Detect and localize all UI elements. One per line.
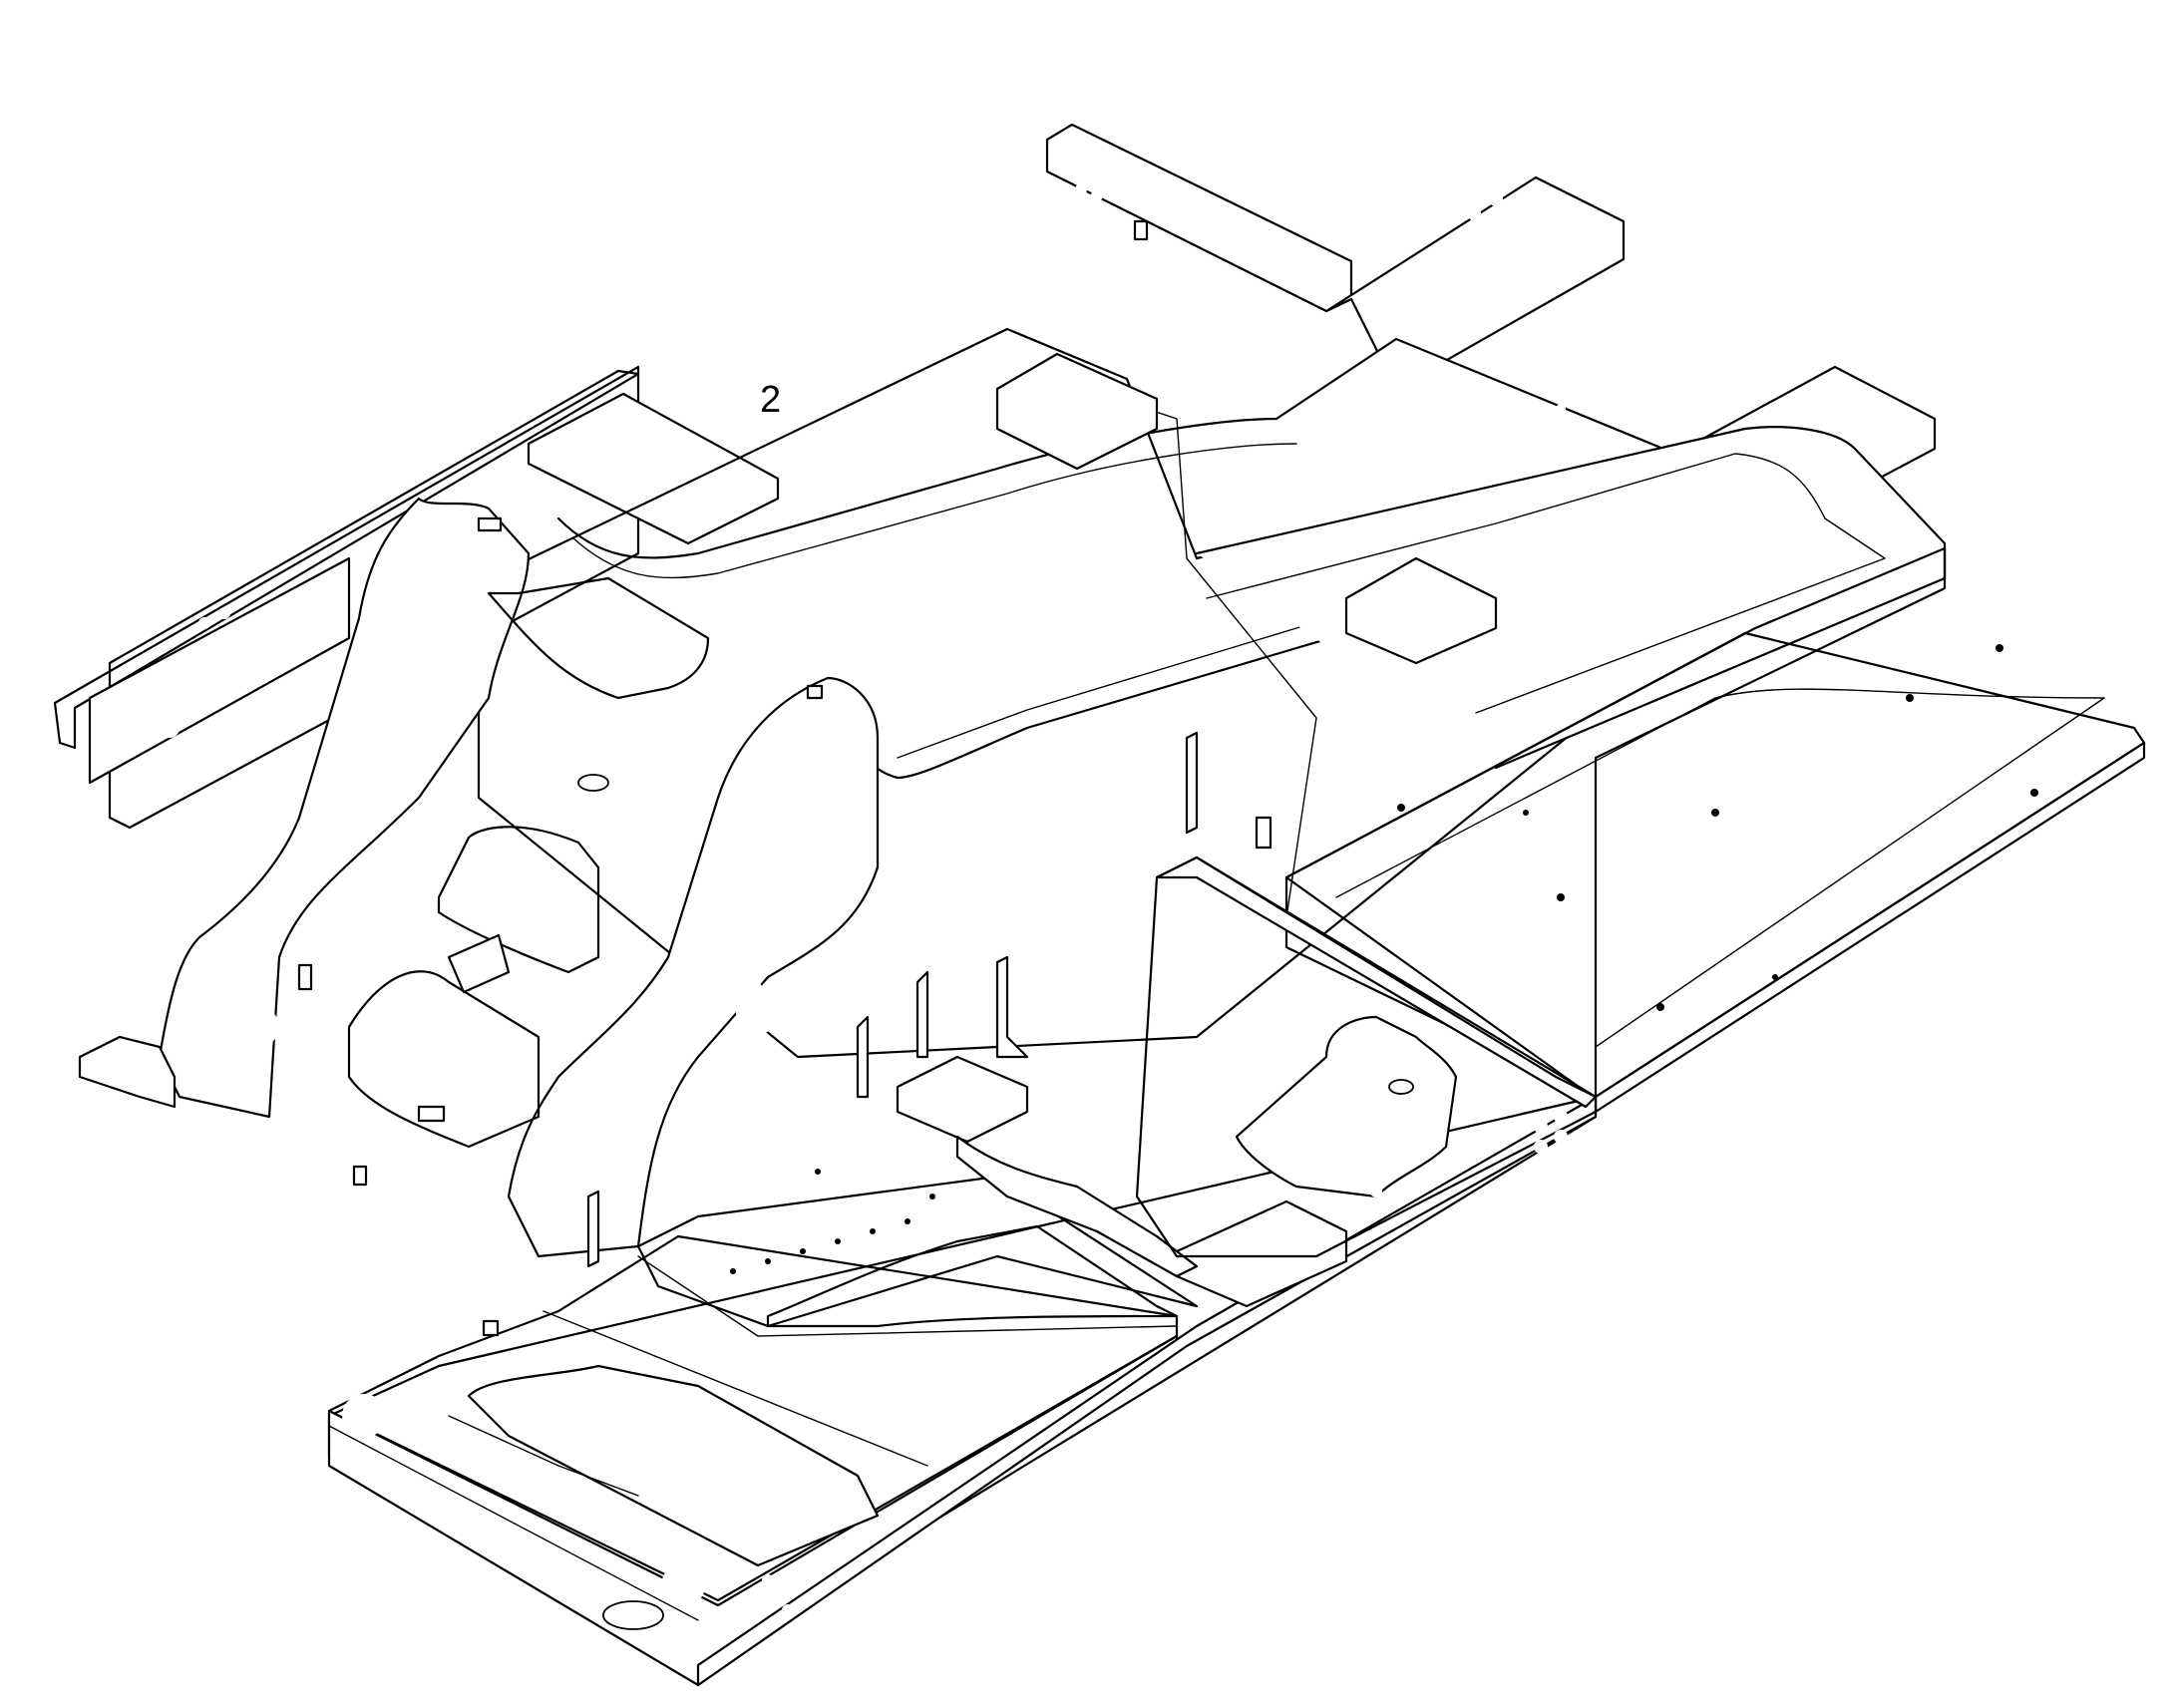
engine-mount-left: [856, 955, 1029, 1144]
engine-mount-right: [1175, 1199, 1348, 1308]
rear-upper-rail: [1045, 123, 1626, 391]
left-pillar-inner: [507, 676, 880, 1258]
engine-floor: [636, 1169, 1199, 1337]
left-pillar-outer: [158, 497, 531, 1119]
front-left-foot: [78, 1035, 177, 1109]
cab-openings: [347, 576, 710, 1149]
callout-number: 2: [760, 379, 782, 421]
upper-rear-bracket: [995, 352, 1498, 665]
front-tray-panel: [327, 1234, 1179, 1616]
left-side-panel: [53, 365, 780, 830]
misc-studs: [297, 404, 1571, 1337]
right-middle-frame: [1135, 855, 1598, 1258]
vertical-tabs: [586, 731, 1199, 1268]
front-frame-rail: [327, 1095, 1598, 1687]
center-long-rail: [955, 1135, 1199, 1278]
